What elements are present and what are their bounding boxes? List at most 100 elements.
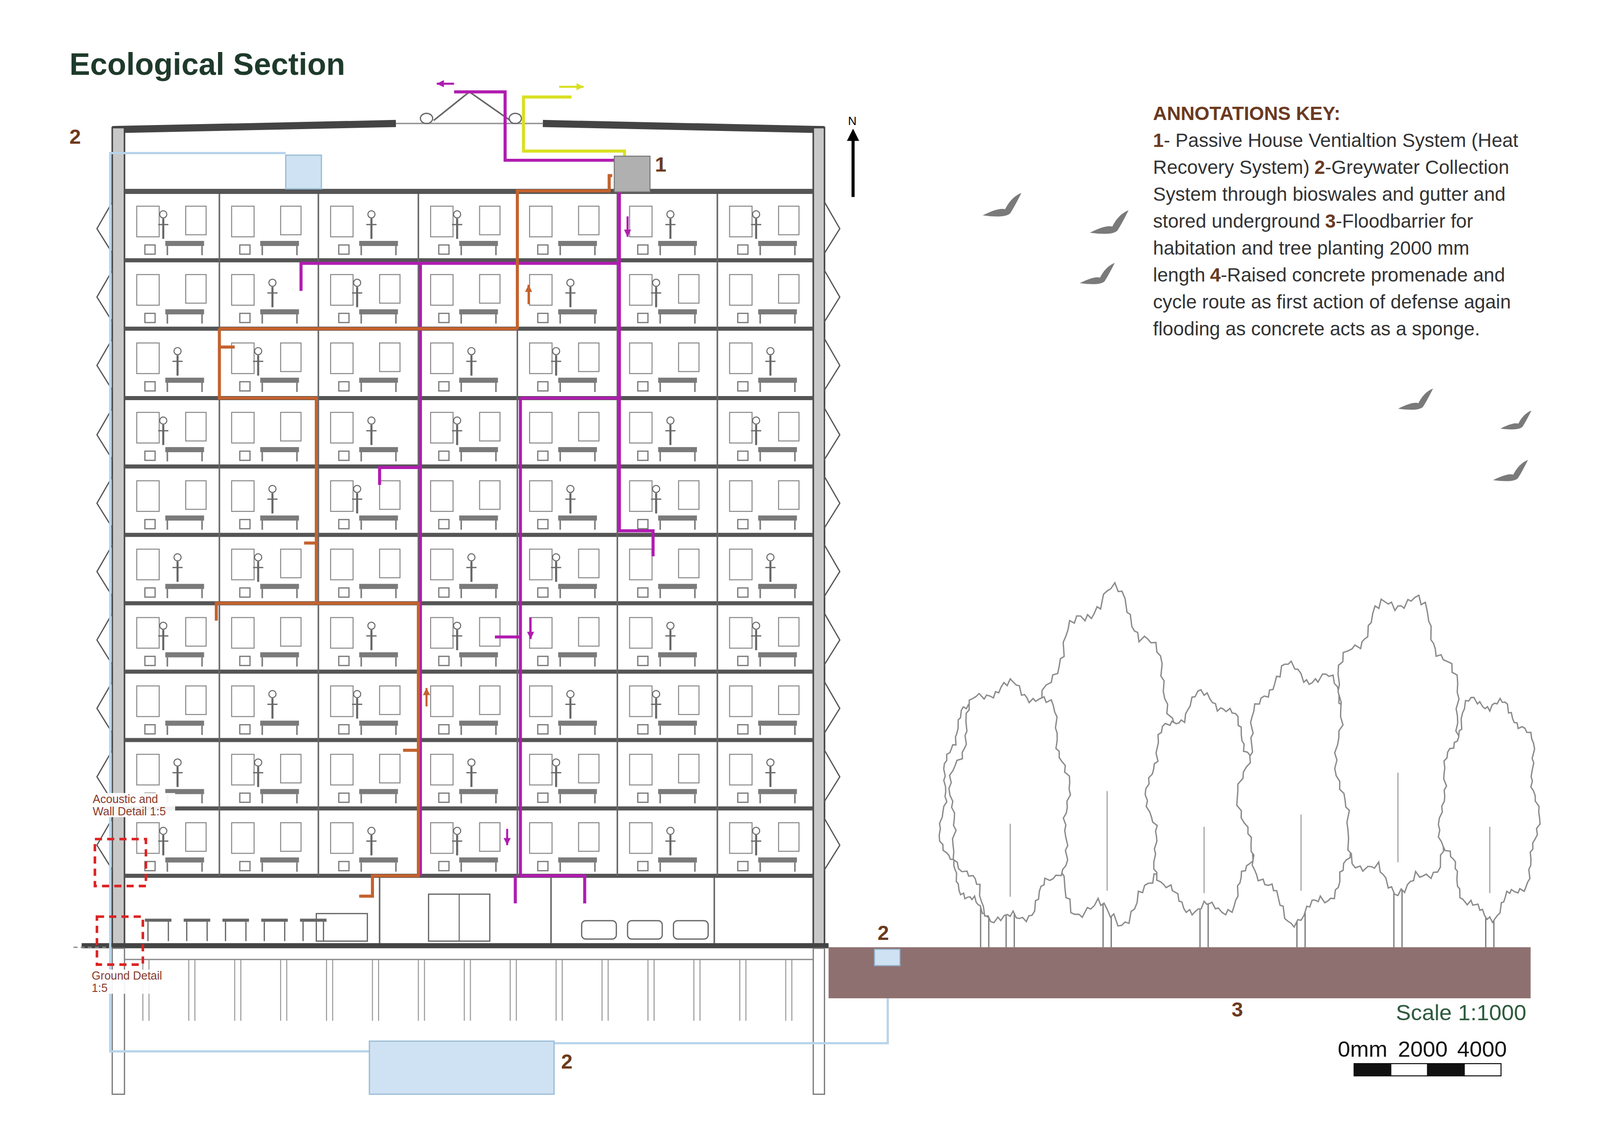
window: [529, 822, 552, 853]
bed-leg: [360, 657, 362, 667]
bed-leg: [495, 862, 497, 872]
person-figure: [257, 355, 260, 376]
cafe-table: [261, 918, 288, 922]
partition-wall: [713, 877, 715, 943]
window: [379, 274, 400, 304]
window: [430, 274, 453, 306]
window: [729, 617, 753, 648]
person-figure: [566, 279, 575, 287]
window: [231, 412, 255, 443]
scale-bar-segment: [1427, 1063, 1465, 1076]
window: [430, 480, 453, 512]
roof-tank: [285, 155, 322, 189]
chair: [637, 451, 648, 461]
bed-leg: [794, 794, 796, 804]
window: [280, 549, 302, 578]
chair: [145, 381, 156, 391]
chair: [537, 313, 548, 323]
bed-leg: [759, 588, 761, 598]
chair: [338, 451, 349, 461]
bed-leg: [759, 245, 761, 255]
key-number: 2: [1314, 156, 1325, 178]
bed-leg: [296, 520, 298, 530]
chair: [637, 861, 648, 871]
person-figure: [456, 218, 458, 239]
chair: [438, 313, 449, 323]
bed: [359, 720, 399, 726]
pile: [601, 959, 603, 1021]
person-figure: [451, 634, 463, 637]
chair: [537, 724, 548, 734]
scale-bar-segment: [1464, 1063, 1502, 1076]
pile: [424, 959, 426, 1021]
window: [330, 412, 354, 443]
window: [578, 549, 600, 578]
person-figure: [368, 416, 376, 425]
person-figure: [669, 629, 672, 650]
window: [136, 753, 160, 785]
chair: [338, 587, 349, 598]
bed: [165, 309, 204, 315]
pile: [653, 959, 655, 1021]
window: [529, 274, 552, 306]
chair: [239, 792, 250, 802]
bed-leg: [261, 862, 263, 872]
external-wall: [813, 127, 825, 945]
bed: [758, 377, 797, 383]
bed: [558, 652, 598, 658]
bed-leg: [594, 588, 596, 598]
window: [578, 412, 600, 442]
pile: [378, 959, 380, 1021]
supply-duct: [219, 327, 518, 331]
ground-slab: [81, 942, 829, 948]
person-figure: [555, 355, 557, 376]
bed: [165, 377, 204, 383]
heat-recovery-unit: [614, 155, 650, 192]
chair: [737, 792, 749, 802]
person-figure: [665, 634, 676, 637]
person-figure: [765, 360, 776, 363]
bed: [558, 377, 598, 383]
window: [185, 617, 207, 646]
bed: [359, 309, 399, 315]
chair: [239, 587, 250, 598]
chair: [537, 381, 548, 391]
person-figure: [565, 292, 576, 294]
window: [430, 342, 453, 374]
bed: [259, 446, 299, 452]
person-figure: [451, 223, 463, 226]
chair: [338, 724, 349, 734]
chair: [737, 587, 749, 598]
cafe-table: [186, 921, 188, 941]
window: [231, 274, 255, 306]
bed-leg: [394, 520, 397, 530]
bed-leg: [794, 314, 796, 324]
person-figure: [172, 566, 183, 569]
person-figure: [466, 360, 477, 363]
person-figure: [765, 771, 776, 774]
window: [529, 685, 552, 717]
person-figure: [752, 416, 760, 425]
chair: [637, 381, 648, 391]
ventilation-ducts: [216, 80, 654, 904]
person-figure: [652, 690, 660, 698]
chair: [737, 381, 749, 391]
person-figure: [751, 840, 762, 842]
bed-leg: [694, 862, 696, 872]
person-figure: [755, 424, 758, 446]
pile: [233, 959, 235, 1021]
person-figure: [271, 493, 274, 514]
person-figure: [466, 771, 477, 774]
chair: [338, 381, 349, 391]
tree-canopy: [1438, 697, 1541, 923]
bed-leg: [659, 245, 661, 255]
shading-fin: [824, 681, 841, 733]
chair: [737, 724, 749, 734]
person-figure: [159, 622, 167, 630]
person-figure: [159, 416, 167, 425]
person-figure: [162, 834, 165, 856]
person-figure: [552, 553, 560, 562]
chair: [145, 655, 156, 665]
person-figure: [368, 210, 376, 219]
bed-leg: [166, 245, 168, 255]
